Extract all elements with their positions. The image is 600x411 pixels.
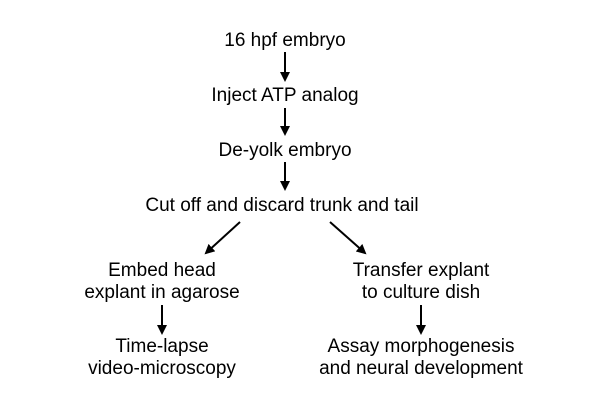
step-time-lapse-label-line2: video-microscopy — [88, 358, 236, 379]
step-time-lapse-video-microscopy: Time-lapse video-microscopy — [88, 336, 236, 380]
step-16-hpf-embryo: 16 hpf embryo — [224, 30, 345, 52]
arrow-cut-to-transfer — [329, 221, 367, 255]
step-transfer-explant-label-line2: to culture dish — [361, 282, 481, 303]
step-transfer-explant-label-line1: Transfer explant — [352, 260, 490, 281]
step-embed-head-explant-label-line1: Embed head — [108, 260, 216, 281]
step-de-yolk-embryo-label: De-yolk embryo — [218, 140, 352, 161]
step-transfer-explant: Transfer explant to culture dish — [353, 260, 490, 304]
step-embed-head-explant: Embed head explant in agarose — [84, 260, 239, 304]
step-assay-morphogenesis-label-line2: and neural development — [319, 358, 523, 379]
step-cut-off-trunk-and-tail-label: Cut off and discard trunk and tail — [145, 195, 419, 216]
step-embed-head-explant-label-line2: explant in agarose — [84, 282, 240, 303]
step-assay-morphogenesis: Assay morphogenesis and neural developme… — [319, 336, 523, 380]
arrow-cut-to-embed — [204, 221, 241, 255]
step-inject-atp-analog-label: Inject ATP analog — [211, 85, 359, 106]
step-inject-atp-analog: Inject ATP analog — [211, 85, 358, 107]
step-time-lapse-label-line1: Time-lapse — [115, 336, 209, 357]
step-de-yolk-embryo: De-yolk embryo — [218, 140, 351, 162]
step-assay-morphogenesis-label-line1: Assay morphogenesis — [327, 336, 515, 357]
step-cut-off-trunk-and-tail: Cut off and discard trunk and tail — [145, 195, 418, 217]
step-16-hpf-embryo-label: 16 hpf embryo — [224, 30, 346, 51]
